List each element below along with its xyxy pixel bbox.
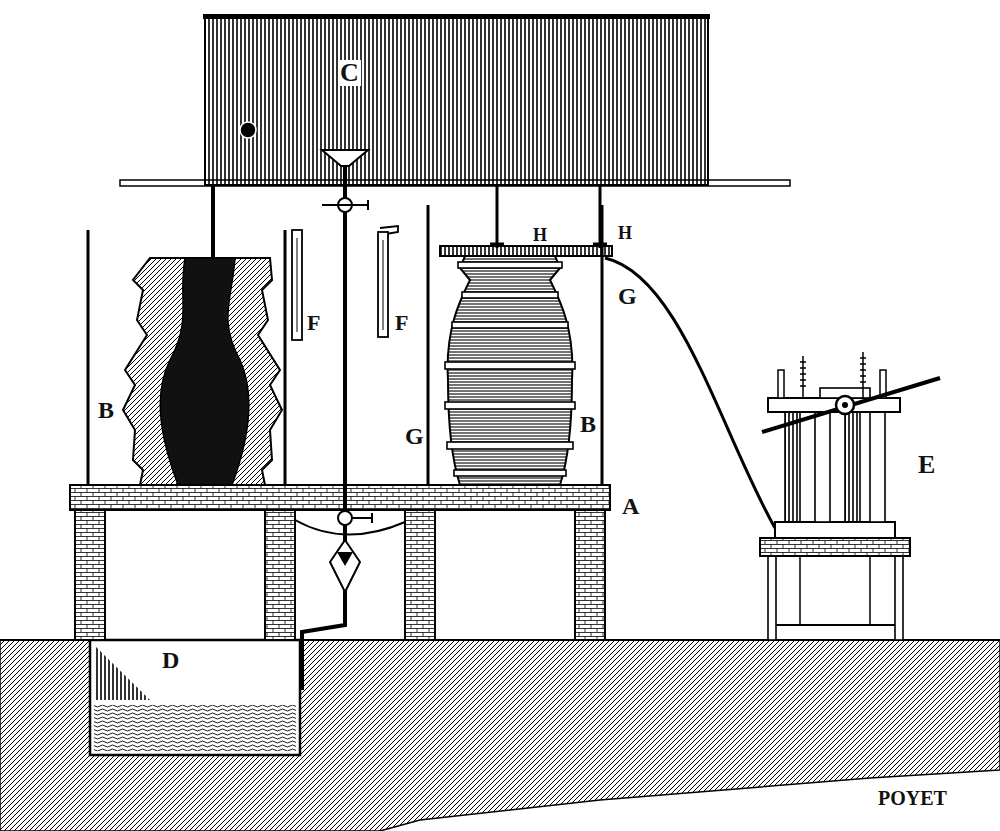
gauge-column bbox=[297, 238, 298, 332]
feed-pipe bbox=[211, 185, 215, 262]
ground-section bbox=[0, 640, 1000, 831]
vessel-band bbox=[445, 362, 575, 369]
drain-pipe bbox=[302, 600, 345, 690]
reservoir-water bbox=[94, 705, 296, 751]
pressure-hose bbox=[605, 258, 775, 528]
callout-letter: G bbox=[616, 284, 639, 308]
callout-letter: H bbox=[531, 226, 549, 244]
press-post bbox=[778, 370, 784, 398]
vessel-band bbox=[454, 470, 566, 476]
banded-vessel bbox=[448, 256, 573, 485]
guide-rod bbox=[427, 205, 430, 488]
callout-letter: E bbox=[916, 452, 937, 478]
vessel-band bbox=[458, 262, 562, 268]
press-leg bbox=[768, 556, 776, 640]
press-leg bbox=[895, 556, 903, 640]
callout-letter: B bbox=[96, 398, 116, 422]
vessel-band bbox=[447, 442, 573, 449]
press-lever bbox=[762, 378, 940, 432]
guide-rod bbox=[87, 230, 90, 488]
press-column bbox=[785, 412, 800, 522]
bulb-shading bbox=[337, 552, 353, 566]
valve-handle bbox=[322, 200, 368, 210]
callout-letter: C bbox=[338, 60, 361, 86]
vessel-bands bbox=[445, 262, 575, 476]
lever-pivot bbox=[836, 396, 854, 414]
gauge-column bbox=[383, 240, 384, 330]
upper-tank bbox=[205, 18, 708, 185]
vase-cavity bbox=[160, 258, 249, 485]
press-plinth bbox=[775, 522, 895, 538]
feed-pipe bbox=[496, 185, 499, 248]
funnel bbox=[322, 150, 368, 166]
callout-letter: H bbox=[616, 224, 634, 242]
mould-section bbox=[123, 258, 282, 485]
engraver-signature: POYET bbox=[876, 788, 949, 808]
callout-letter: D bbox=[160, 648, 181, 672]
callout-letter: A bbox=[620, 494, 641, 518]
clamp-frame bbox=[440, 246, 612, 256]
gauge-tube bbox=[292, 230, 302, 340]
press-column bbox=[845, 412, 860, 522]
table-leg bbox=[265, 510, 295, 640]
gauge-tube bbox=[378, 232, 388, 337]
vessel-band bbox=[445, 402, 575, 409]
vessel-band bbox=[452, 322, 568, 328]
tank-rim bbox=[203, 14, 710, 19]
press-strut bbox=[869, 556, 871, 625]
table-top bbox=[70, 485, 610, 510]
table-leg bbox=[575, 510, 605, 640]
ratchet-rod bbox=[860, 352, 866, 398]
vessel-band bbox=[462, 292, 558, 298]
press-rail bbox=[776, 624, 895, 626]
table-legs bbox=[75, 510, 605, 640]
central-pipe bbox=[343, 166, 347, 600]
callout-letter: G bbox=[403, 424, 426, 448]
ratchet-rod bbox=[800, 356, 806, 398]
table-leg bbox=[405, 510, 435, 640]
callout-letter: F bbox=[393, 312, 410, 334]
press-column bbox=[870, 412, 885, 522]
callout-letter: B bbox=[578, 412, 598, 436]
pump-bulb bbox=[330, 540, 360, 592]
hydraulic-press bbox=[760, 352, 940, 640]
pivot-pin bbox=[842, 402, 848, 408]
press-strut bbox=[799, 556, 801, 625]
lower-reservoir bbox=[90, 640, 300, 755]
tank-plug bbox=[240, 122, 256, 138]
valve bbox=[338, 511, 352, 525]
press-column bbox=[815, 412, 830, 522]
valve-handle bbox=[352, 513, 372, 523]
table-leg bbox=[75, 510, 105, 640]
press-base bbox=[760, 538, 910, 556]
guide-rod bbox=[284, 230, 287, 488]
callout-letter: F bbox=[305, 312, 322, 334]
reservoir-shadow bbox=[94, 645, 150, 700]
